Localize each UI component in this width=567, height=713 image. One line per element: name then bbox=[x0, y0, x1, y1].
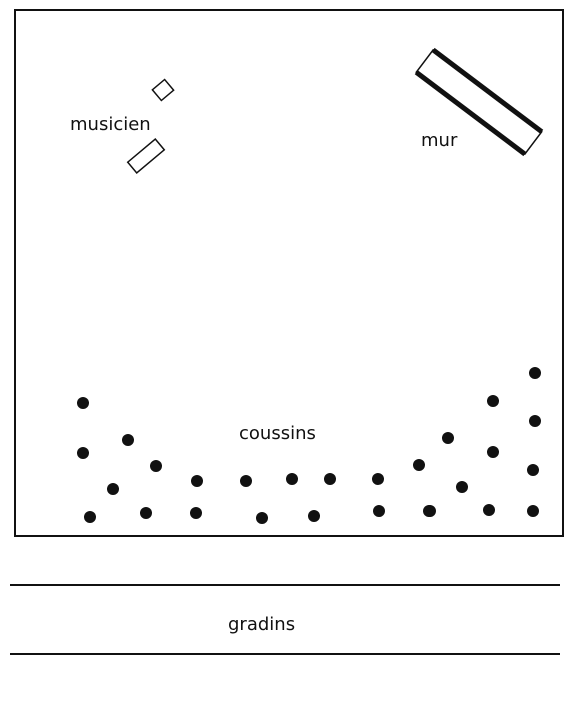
musician-small-marker bbox=[151, 78, 175, 102]
cushion-dot bbox=[456, 481, 468, 493]
cushion-dot bbox=[122, 434, 134, 446]
room-outline bbox=[14, 9, 564, 537]
cushion-dot bbox=[529, 367, 541, 379]
musician-large-marker bbox=[126, 138, 166, 174]
cushion-dot bbox=[77, 447, 89, 459]
cushion-group bbox=[77, 367, 541, 524]
cushion-dot bbox=[372, 473, 384, 485]
cushion-dot bbox=[527, 464, 539, 476]
cushions-label: coussins bbox=[239, 423, 316, 444]
cushion-dot bbox=[77, 397, 89, 409]
cushion-dot bbox=[240, 475, 252, 487]
wall-edge-top bbox=[431, 47, 544, 134]
cushion-dot bbox=[487, 395, 499, 407]
wall-label: mur bbox=[421, 130, 458, 151]
cushion-dot bbox=[483, 504, 495, 516]
bleachers-label: gradins bbox=[228, 614, 295, 635]
cushion-dot bbox=[487, 446, 499, 458]
musician-markers bbox=[126, 78, 175, 174]
cushion-dot bbox=[191, 475, 203, 487]
cushion-dot bbox=[308, 510, 320, 522]
cushion-dot bbox=[527, 505, 539, 517]
musician-label: musicien bbox=[70, 114, 151, 135]
cushion-dot bbox=[324, 473, 336, 485]
cushion-dot bbox=[107, 483, 119, 495]
cushion-dot bbox=[150, 460, 162, 472]
cushion-dot bbox=[140, 507, 152, 519]
cushion-dot bbox=[286, 473, 298, 485]
cushion-dot bbox=[84, 511, 96, 523]
cushion-dot bbox=[413, 459, 425, 471]
cushion-dot bbox=[442, 432, 454, 444]
cushion-dot bbox=[373, 505, 385, 517]
wall-shape bbox=[414, 47, 544, 157]
cushion-dot bbox=[256, 512, 268, 524]
cushion-dot bbox=[423, 505, 435, 517]
wall-edge-bottom bbox=[414, 70, 527, 157]
cushion-dot bbox=[190, 507, 202, 519]
cushion-dot bbox=[529, 415, 541, 427]
